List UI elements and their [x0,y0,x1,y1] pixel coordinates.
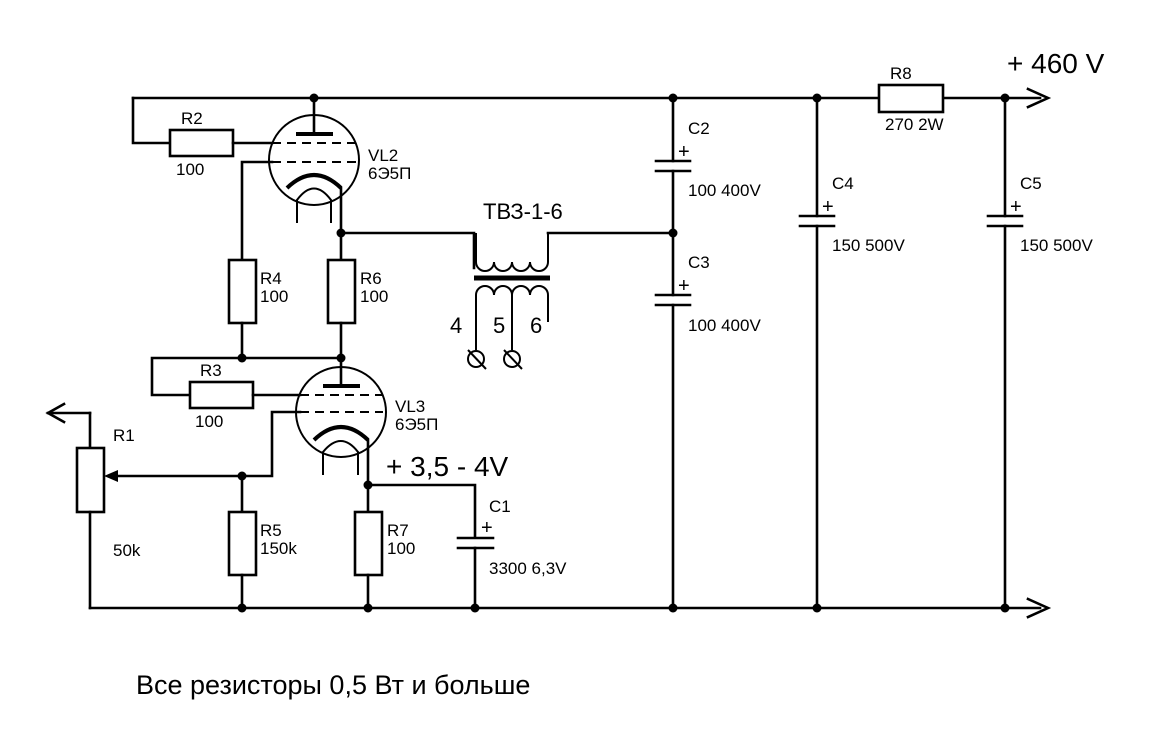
tube-vl3 [295,356,387,487]
c5-polarity: + [1010,196,1022,218]
c2-polarity: + [678,141,690,163]
transformer-ref: ТВЗ-1-6 [483,199,563,224]
c1-value: 3300 6,3V [489,559,567,578]
resistor-power-note: Все резисторы 0,5 Вт и больше [136,670,530,700]
resistor-r8 [877,83,945,114]
r8-value: 270 2W [885,115,944,134]
resistor-r4 [227,258,258,360]
capacitor-c5 [986,96,1024,610]
capacitor-c1 [456,536,495,610]
r3-loop-wire [150,356,244,397]
r4-value: 100 [260,287,288,306]
junction-dots [237,93,1010,613]
cathode-node-wire [366,483,477,539]
vl2-type: 6Э5П [368,164,411,183]
transformer-pin-4: 4 [450,313,462,338]
resistor-r6 [326,258,357,360]
transformer [474,231,673,350]
c5-ref: C5 [1020,174,1042,193]
transformer-primary-left-wire [339,231,476,270]
r3-value: 100 [195,412,223,431]
c1-polarity: + [481,517,493,539]
resistor-r7 [353,483,384,610]
resistor-r5 [227,474,258,610]
potentiometer-r1[interactable] [45,402,106,610]
c4-polarity: + [822,196,834,218]
c5-value: 150 500V [1020,236,1093,255]
bias-voltage-label: + 3,5 - 4V [386,451,509,482]
r3-ref: R3 [200,361,222,380]
transformer-pin-6: 6 [530,313,542,338]
c3-ref: C3 [688,253,710,272]
tube-vl2 [268,96,360,235]
terminal-pin-5[interactable] [503,349,523,370]
c3-polarity: + [678,275,690,297]
c1-ref: C1 [489,497,511,516]
vl2-ref: VL2 [368,146,398,165]
r5-value: 150k [260,539,297,558]
r6-ref: R6 [360,269,382,288]
c4-value: 150 500V [832,236,905,255]
r2-ref: R2 [181,109,203,128]
ground-rail [88,597,1052,619]
resistor-r2 [131,96,274,158]
r1-value: 50k [113,541,141,560]
r7-value: 100 [387,539,415,558]
capacitor-c4 [798,96,836,610]
terminal-pin-4[interactable] [467,349,487,370]
r8-ref: R8 [890,64,912,83]
resistor-r3 [188,380,302,410]
r1-ref: R1 [113,426,135,445]
r7-ref: R7 [387,521,409,540]
capacitor-c2 [654,96,692,297]
c4-ref: C4 [832,174,854,193]
vl3-ref: VL3 [395,397,425,416]
c3-value: 100 400V [688,316,761,335]
supply-voltage-label: + 460 V [1007,48,1105,79]
r5-ref: R5 [260,521,282,540]
capacitor-c3 [654,293,692,610]
r2-value: 100 [176,160,204,179]
r4-ref: R4 [260,269,282,288]
transformer-pin-5: 5 [493,313,505,338]
vl2-grid-wire [240,160,274,262]
vl3-grid-wire [108,410,302,478]
r6-value: 100 [360,287,388,306]
vl3-type: 6Э5П [395,415,438,434]
c2-value: 100 400V [688,181,761,200]
c2-ref: C2 [688,119,710,138]
